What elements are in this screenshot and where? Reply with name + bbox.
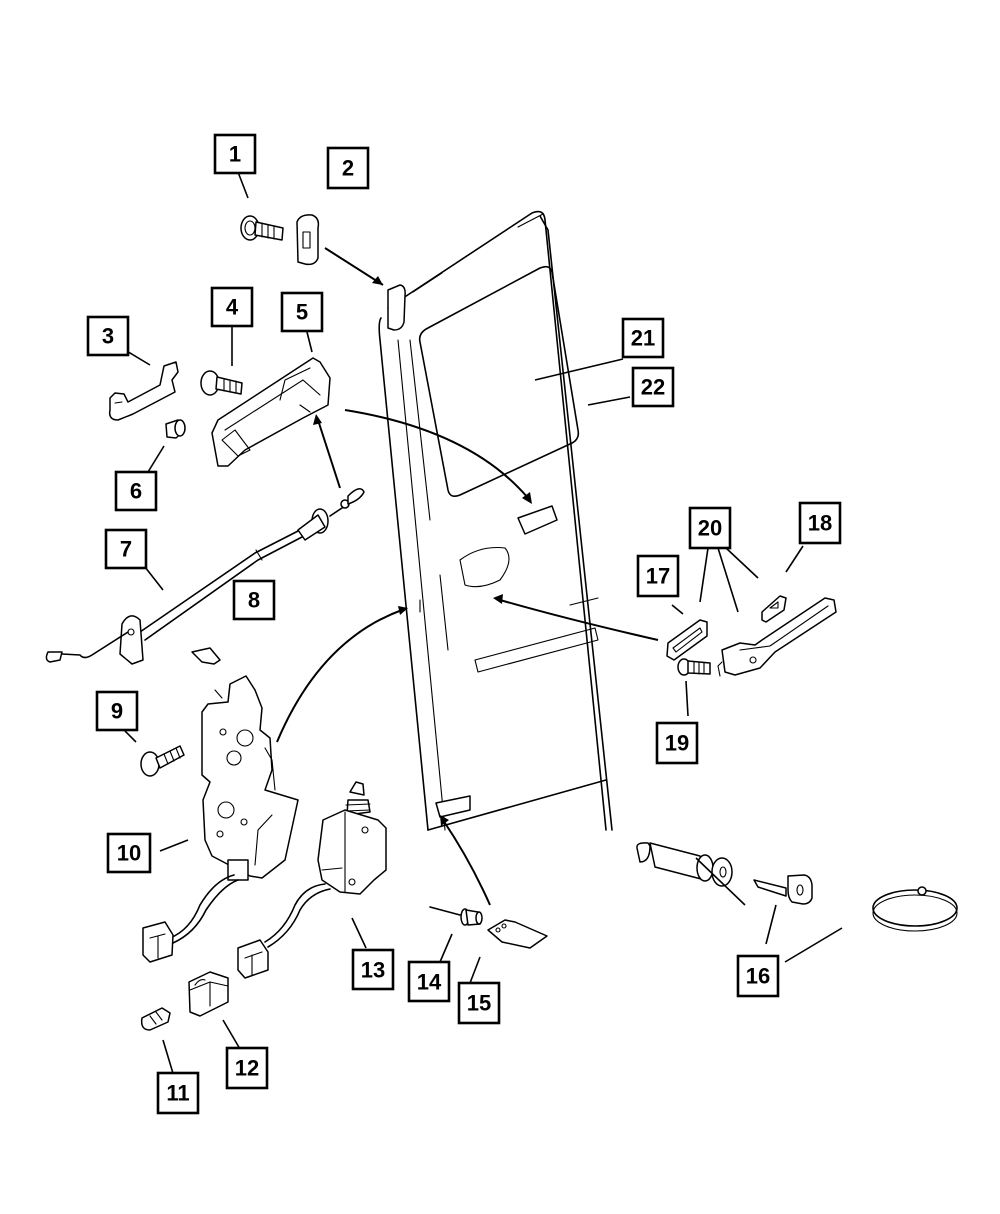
callout-3: 3 (86, 315, 130, 357)
svg-text:12: 12 (235, 1056, 259, 1081)
callout-13: 13 (351, 948, 395, 991)
arrow-latch-to-door (276, 609, 403, 743)
screw-9 (140, 745, 185, 777)
cable-7-8 (45, 488, 365, 665)
bracket-3 (108, 361, 179, 421)
terminal-11 (140, 1007, 171, 1031)
actuator-wire (237, 883, 331, 979)
key-16 (753, 874, 813, 905)
svg-text:8: 8 (248, 588, 260, 613)
svg-text:22: 22 (641, 375, 665, 400)
callout-12: 12 (225, 1046, 269, 1090)
nut-6 (165, 419, 186, 439)
callout-22: 22 (631, 366, 675, 408)
svg-text:11: 11 (166, 1081, 189, 1106)
striker-plate-15 (487, 919, 548, 949)
inside-handle-5 (211, 357, 331, 467)
svg-text:19: 19 (665, 731, 689, 756)
svg-text:3: 3 (102, 324, 114, 349)
callout-9: 9 (95, 690, 139, 732)
screw-1 (240, 215, 284, 241)
callout-2: 2 (326, 146, 370, 190)
svg-text:17: 17 (646, 564, 670, 589)
callout-19: 19 (655, 721, 699, 765)
glass (418, 265, 580, 497)
callout-4: 4 (210, 286, 254, 328)
callout-17: 17 (636, 554, 680, 598)
svg-text:18: 18 (808, 511, 832, 536)
callout-8: 8 (232, 579, 276, 621)
callout-10: 10 (106, 832, 152, 874)
arrow-striker (324, 247, 384, 286)
svg-text:7: 7 (120, 537, 132, 562)
svg-text:14: 14 (417, 970, 442, 995)
arrow-handle-to-door (344, 409, 529, 499)
callout-7: 7 (104, 528, 148, 570)
svg-text:13: 13 (361, 958, 385, 983)
connector-12 (188, 971, 229, 1017)
callout-21: 21 (621, 317, 665, 359)
callout-11: 11 (156, 1071, 200, 1115)
svg-text:5: 5 (296, 300, 308, 325)
callout-16: 16 (736, 954, 780, 998)
svg-text:10: 10 (117, 841, 141, 866)
striker-2 (296, 214, 320, 266)
arrow-cable-to-handle (317, 419, 341, 489)
lock-cylinder-16 (636, 842, 733, 887)
outside-handle-20 (717, 597, 837, 677)
latch-wire (142, 874, 239, 963)
svg-text:15: 15 (467, 991, 491, 1016)
svg-text:6: 6 (130, 479, 142, 504)
svg-text:2: 2 (342, 156, 354, 181)
retaining-clip-16 (872, 886, 958, 932)
callout-5: 5 (280, 291, 324, 333)
callout-18: 18 (798, 501, 842, 545)
screw-4 (200, 370, 243, 396)
callout-14: 14 (407, 960, 451, 1003)
svg-text:16: 16 (746, 964, 770, 989)
svg-text:9: 9 (111, 699, 123, 724)
svg-text:4: 4 (226, 295, 239, 320)
svg-text:1: 1 (229, 142, 241, 167)
callout-20: 20 (688, 506, 732, 550)
arrow-bracket-to-door (442, 819, 491, 906)
callout-1: 1 (213, 133, 257, 175)
gasket-17 (666, 619, 708, 661)
door-panel (378, 210, 613, 831)
screw-19 (677, 658, 711, 676)
cap-18 (761, 595, 787, 623)
latch-10 (191, 647, 299, 881)
callout-6: 6 (114, 470, 158, 512)
actuator-13 (317, 781, 387, 895)
callout-15: 15 (457, 981, 501, 1025)
svg-text:21: 21 (631, 326, 655, 351)
leader-lines (124, 171, 843, 1081)
svg-text:20: 20 (698, 516, 722, 541)
pin-14 (429, 906, 483, 926)
arrow-handle-to-door-outside (499, 599, 659, 641)
